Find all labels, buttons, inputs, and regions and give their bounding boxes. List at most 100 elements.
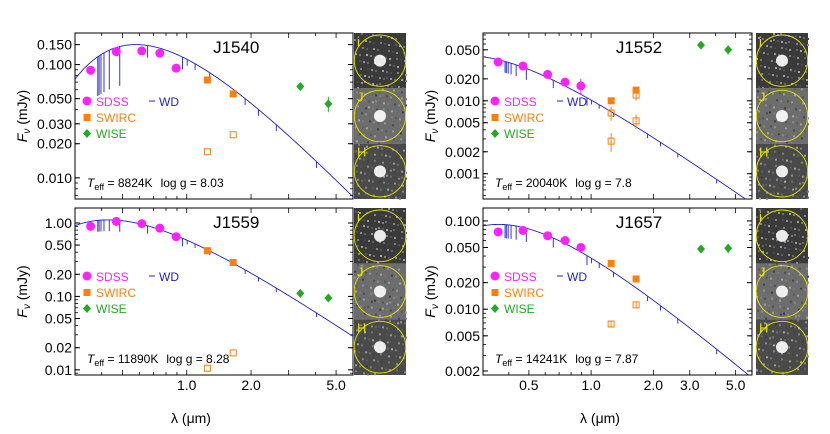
x-axis-label-right: λ (μm) [580,410,620,426]
cutout-noise [762,190,764,193]
cutout-noise [393,223,395,225]
cutout-noise [798,235,800,237]
cutout-noise [391,86,393,88]
cutout-noise [772,74,774,76]
cutout-band-label: H [759,320,768,335]
cutout-noise [773,33,775,35]
cutout-noise [764,139,766,142]
y-axis-label-unit: (mJy) [422,90,438,129]
cutout-noise [382,326,384,329]
cutout-noise [774,358,776,361]
cutout-noise [792,255,794,257]
cutout-noise [405,177,407,180]
cutout-noise [804,288,806,291]
cutout-noise [357,337,359,340]
cutout-noise [773,252,775,254]
cutout-noise [799,243,801,245]
cutout-noise [796,195,798,198]
cutout-noise [372,345,374,348]
cutout-noise [784,107,786,110]
cutout-noise [402,111,404,114]
cutout-noise [403,143,405,146]
cutout-noise [360,68,362,70]
cutout-noise [759,45,761,47]
cutout-noise [365,247,367,249]
legend-sdss-label: SDSS [96,270,129,284]
image-cutouts: iJH [755,208,809,376]
cutout-noise [368,106,370,109]
cutout-noise [371,75,373,77]
cutout-noise [761,176,763,179]
cutout-noise [399,282,401,285]
cutout-noise [396,131,398,134]
cutout-noise [389,222,391,224]
cutout-noise [360,226,362,228]
cutout-noise [771,371,773,374]
cutout-noise [784,247,786,249]
swirc-open-point [607,320,615,328]
cutout-noise [395,257,397,259]
cutout-noise [390,102,392,105]
cutout-noise [762,275,764,278]
swirc-open-point [607,137,615,145]
cutout-noise [405,104,407,107]
legend-swirc-marker [491,114,499,121]
cutout-noise [363,219,365,221]
cutout-noise [372,339,374,342]
cutout-noise [789,128,791,131]
cutout-noise [403,210,405,212]
cutout-source [374,341,386,354]
cutout-noise [404,322,406,325]
legend-swirc-label: SWIRC [504,286,544,300]
cutout-noise [768,304,770,307]
cutout-noise [792,353,794,356]
cutout-noise [362,47,364,49]
cutout-noise [363,134,365,137]
cutout-noise [362,120,364,123]
cutout-noise [758,244,760,246]
cutout-noise [758,86,760,88]
cutout-noise [400,296,402,299]
cutout-noise [388,361,390,364]
cutout-aperture-circle [755,209,809,263]
cutout-noise [787,240,789,242]
cutout-noise [784,265,786,268]
cutout-aperture-circle [353,34,407,87]
cutout-noise [764,328,766,331]
legend-sdss-label: SDSS [504,270,537,284]
cutout-noise [795,346,797,349]
cutout-noise [790,319,792,322]
plot-frame [74,32,354,200]
cutout-noise [357,184,359,187]
cutout-noise [798,308,800,311]
cutout-noise [359,365,361,368]
cutout-noise [380,36,382,38]
cutout-noise [787,94,789,97]
cutout-noise [791,241,793,243]
cutout-noise [783,331,785,334]
y-tick-label: 0.050 [37,91,72,107]
cutout-noise [765,238,767,240]
y-tick-label: 0.05 [45,311,72,327]
cutout-noise [386,235,388,237]
cutout-noise [368,173,370,176]
cutout-noise [803,195,805,198]
cutout-noise [778,133,780,136]
swirc-open-point [607,109,615,117]
cutout-noise [364,99,366,102]
cutout-noise [378,136,380,139]
cutout-noise [783,69,785,71]
cutout-noise [768,164,770,167]
cutout-noise [368,240,370,242]
cutout-noise [391,116,393,119]
cutout-noise [380,273,382,276]
cutout-noise [761,97,763,100]
y-tick-label: 0.001 [445,166,480,182]
cutout-noise [362,358,364,361]
cutout-noise [385,57,387,59]
cutout-noise [366,145,368,148]
cutout-noise [376,187,378,190]
cutout-noise [391,110,393,113]
cutout-noise [388,147,390,150]
cutout-noise [767,364,769,367]
